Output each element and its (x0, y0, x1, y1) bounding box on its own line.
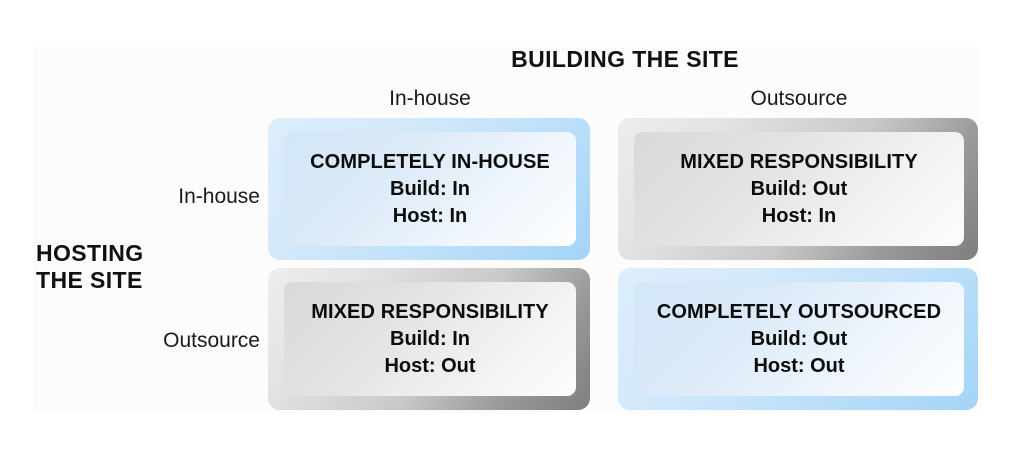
quadrant-face: MIXED RESPONSIBILITY Build: Out Host: In (634, 132, 964, 246)
quadrant-title: COMPLETELY OUTSOURCED (656, 300, 942, 323)
row-header-outsource: Outsource (163, 329, 260, 352)
quadrant-host-line: Host: In (761, 204, 837, 227)
quadrant-mixed-responsibility-build-out-host-in[interactable]: MIXED RESPONSIBILITY Build: Out Host: In (618, 118, 978, 260)
quadrant-host-line: Host: Out (384, 354, 476, 377)
hosting-title-line-2: THE SITE (36, 267, 143, 294)
quadrant-build-line: Build: Out (750, 177, 848, 200)
quadrant-mixed-responsibility-build-in-host-out[interactable]: MIXED RESPONSIBILITY Build: In Host: Out (268, 268, 590, 410)
quadrant-face: COMPLETELY IN-HOUSE Build: In Host: In (284, 132, 576, 246)
row-header-in-house: In-house (178, 185, 260, 208)
quadrant-title: MIXED RESPONSIBILITY (680, 150, 918, 173)
quadrant-face: MIXED RESPONSIBILITY Build: In Host: Out (284, 282, 576, 396)
quadrant-host-line: Host: In (392, 204, 468, 227)
quadrant-face: COMPLETELY OUTSOURCED Build: Out Host: O… (634, 282, 964, 396)
quadrant-host-line: Host: Out (753, 354, 845, 377)
quadrant-title: MIXED RESPONSIBILITY (311, 300, 549, 323)
quadrant-title: COMPLETELY IN-HOUSE (310, 150, 550, 173)
building-the-site-axis-title: BUILDING THE SITE (511, 46, 739, 72)
column-header-in-house: In-house (389, 87, 471, 110)
hosting-the-site-axis-title: HOSTING THE SITE (36, 240, 144, 294)
quadrant-build-line: Build: In (390, 327, 470, 350)
quadrant-completely-in-house[interactable]: COMPLETELY IN-HOUSE Build: In Host: In (268, 118, 590, 260)
quadrant-completely-outsourced[interactable]: COMPLETELY OUTSOURCED Build: Out Host: O… (618, 268, 978, 410)
quadrant-build-line: Build: Out (750, 327, 848, 350)
hosting-title-line-1: HOSTING (36, 240, 144, 266)
column-header-outsource: Outsource (750, 87, 848, 110)
quadrant-build-line: Build: In (390, 177, 470, 200)
